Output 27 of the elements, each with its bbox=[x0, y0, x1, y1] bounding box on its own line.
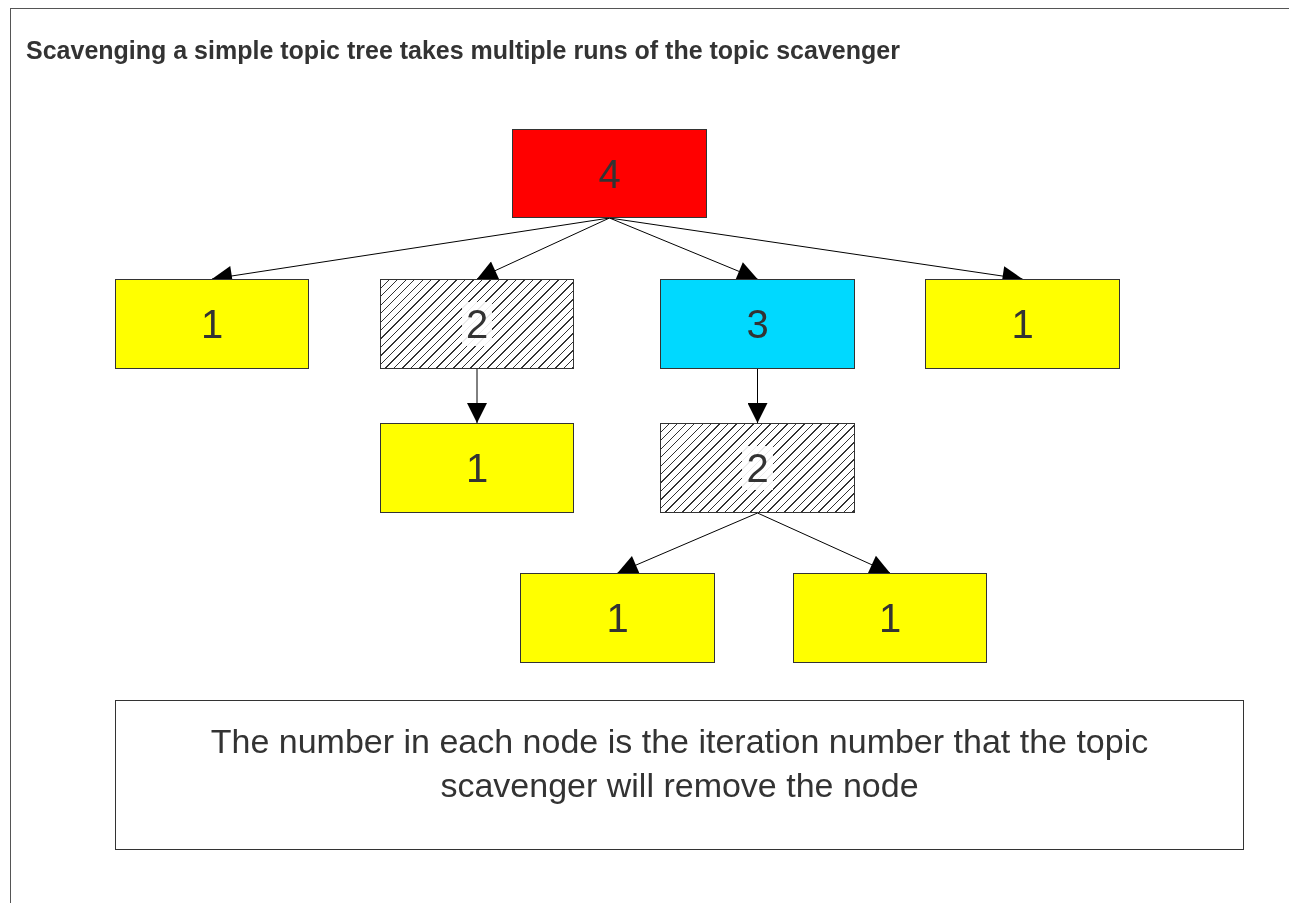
iteration-number: 3 bbox=[746, 304, 769, 344]
iteration-number: 1 bbox=[465, 448, 489, 488]
note-box bbox=[115, 700, 1244, 850]
arrow bbox=[747, 368, 768, 424]
iteration-number: 1 bbox=[1011, 304, 1034, 344]
note-text: The number in each node is the iteration number that the topic scavenger will remove the node bbox=[209, 721, 1150, 807]
iteration-number: 1 bbox=[878, 598, 902, 638]
iteration-number: 2 bbox=[461, 302, 493, 346]
tree-node-box bbox=[660, 279, 855, 369]
tree-node-box bbox=[793, 573, 987, 663]
iteration-number: 1 bbox=[606, 598, 629, 638]
tree-node-box bbox=[380, 423, 574, 513]
tree-node-box bbox=[380, 279, 574, 369]
iteration-number: 4 bbox=[598, 153, 621, 194]
tree-node-box bbox=[115, 279, 309, 369]
tree-node-box bbox=[925, 279, 1120, 369]
iteration-number: 2 bbox=[742, 446, 773, 490]
arrow bbox=[617, 512, 758, 575]
arrow bbox=[476, 217, 610, 280]
arrow bbox=[757, 512, 891, 574]
tree-node-box bbox=[520, 573, 715, 663]
diagram-title: Scavenging a simple topic tree takes multiple runs of the topic scavenger bbox=[26, 36, 900, 65]
iteration-number: 1 bbox=[200, 304, 224, 344]
tree-node-box bbox=[512, 129, 707, 218]
arrow bbox=[609, 217, 758, 281]
tree-node-box bbox=[660, 423, 855, 513]
arrow bbox=[467, 368, 487, 424]
